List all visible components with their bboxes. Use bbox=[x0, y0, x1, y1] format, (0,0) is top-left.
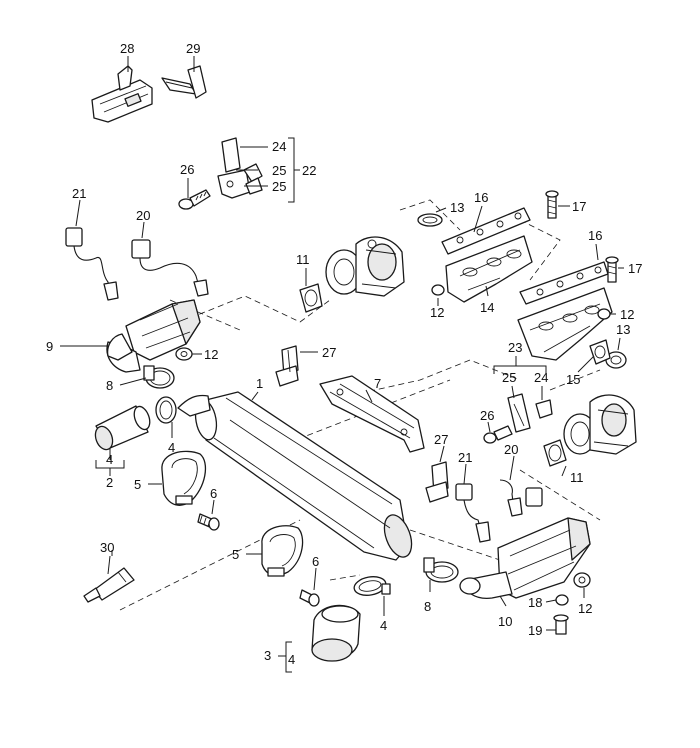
callout-4a: 4 bbox=[168, 440, 175, 455]
part-27-bracket-right bbox=[425, 461, 449, 503]
part-23-bracket-assembly bbox=[507, 393, 553, 433]
part-11-gasket-left bbox=[299, 283, 323, 313]
part-2-tailpipe-left bbox=[94, 405, 151, 451]
callout-25c: 25 bbox=[502, 370, 516, 385]
part-22-bracket-assembly bbox=[217, 137, 263, 199]
part-27-bracket-middle bbox=[275, 345, 299, 387]
part-20-oxygen-sensor-right bbox=[499, 479, 543, 517]
callout-13a: 13 bbox=[450, 200, 464, 215]
part-14-exhaust-manifold-upper bbox=[445, 235, 533, 303]
callout-14: 14 bbox=[480, 300, 494, 315]
turbocharger-right bbox=[563, 394, 637, 455]
part-1-main-silencer bbox=[177, 391, 413, 561]
part-8-clamp-right bbox=[423, 557, 459, 583]
part-20-oxygen-sensor-left bbox=[131, 239, 209, 297]
callout-4c: 4 bbox=[380, 618, 387, 633]
part-21-oxygen-sensor-right bbox=[455, 483, 491, 543]
callout-8b: 8 bbox=[424, 599, 431, 614]
part-4-clamp-left bbox=[155, 396, 177, 424]
callout-24b: 24 bbox=[534, 370, 548, 385]
part-6-bolt-upper bbox=[197, 513, 220, 531]
callout-28: 28 bbox=[120, 41, 134, 56]
part-3-tailpipe-right bbox=[311, 604, 361, 662]
callout-1: 1 bbox=[256, 376, 263, 391]
callout-labels: 28 29 24 25 25 22 26 21 20 11 9 12 27 8 … bbox=[46, 41, 642, 667]
callout-20b: 20 bbox=[504, 442, 518, 457]
part-16-gasket-upper bbox=[441, 207, 531, 255]
part-11-gasket-right bbox=[543, 439, 567, 467]
callout-29: 29 bbox=[186, 41, 200, 56]
callout-11b: 11 bbox=[570, 470, 584, 485]
callout-23: 23 bbox=[508, 340, 522, 355]
part-19-bolt bbox=[553, 614, 569, 635]
callout-4d: 4 bbox=[288, 652, 295, 667]
callout-8a: 8 bbox=[106, 378, 113, 393]
callout-16a: 16 bbox=[474, 190, 488, 205]
callout-19: 19 bbox=[528, 623, 542, 638]
part-5-hanger-lower bbox=[261, 525, 304, 577]
callout-5b: 5 bbox=[232, 547, 239, 562]
part-21-oxygen-sensor-left bbox=[65, 227, 119, 301]
callout-17a: 17 bbox=[572, 199, 586, 214]
callout-9: 9 bbox=[46, 339, 53, 354]
callout-21b: 21 bbox=[458, 450, 472, 465]
part-26-bolt-top bbox=[178, 189, 211, 210]
callout-25b: 25 bbox=[272, 179, 286, 194]
callout-12c: 12 bbox=[620, 307, 634, 322]
part-26-bolt-right bbox=[483, 425, 513, 444]
part-12-nut-bottom bbox=[573, 572, 591, 588]
callout-16b: 16 bbox=[588, 228, 602, 243]
callout-10: 10 bbox=[498, 614, 512, 629]
part-10-catalytic-converter-right bbox=[459, 517, 591, 599]
part-7-heat-shield bbox=[319, 375, 425, 453]
callout-5a: 5 bbox=[134, 477, 141, 492]
callout-22: 22 bbox=[302, 163, 316, 178]
callout-6a: 6 bbox=[210, 486, 217, 501]
callout-2: 2 bbox=[106, 475, 113, 490]
part-9-catalytic-converter-left bbox=[106, 299, 201, 373]
callout-26b: 26 bbox=[480, 408, 494, 423]
part-29-sensor-plug bbox=[161, 65, 207, 99]
callout-20a: 20 bbox=[136, 208, 150, 223]
part-18-washer bbox=[555, 594, 569, 606]
part-6-bolt-lower bbox=[299, 589, 320, 607]
callout-13b: 13 bbox=[616, 322, 630, 337]
part-5-hanger-upper bbox=[161, 450, 207, 506]
callout-26a: 26 bbox=[180, 162, 194, 177]
callout-27a: 27 bbox=[322, 345, 336, 360]
callout-7: 7 bbox=[374, 376, 381, 391]
callout-3: 3 bbox=[264, 648, 271, 663]
callout-25a: 25 bbox=[272, 163, 286, 178]
part-17-stud-upper bbox=[545, 190, 559, 219]
part-17-stud-lower bbox=[605, 256, 619, 283]
part-30-paste-tube bbox=[83, 567, 135, 603]
callout-21a: 21 bbox=[72, 186, 86, 201]
callout-15: 15 bbox=[566, 372, 580, 387]
turbocharger-left bbox=[325, 236, 405, 297]
callout-17b: 17 bbox=[628, 261, 642, 276]
callout-12a: 12 bbox=[204, 347, 218, 362]
callout-12b: 12 bbox=[430, 305, 444, 320]
part-15-flange bbox=[589, 339, 611, 365]
part-12-nut-right bbox=[597, 308, 611, 320]
part-15-exhaust-manifold-lower bbox=[517, 287, 613, 361]
callout-11a: 11 bbox=[296, 252, 310, 267]
part-28-connector-bracket bbox=[91, 65, 153, 123]
callout-18: 18 bbox=[528, 595, 542, 610]
part-13-seal-upper bbox=[417, 213, 443, 227]
callout-4b: 4 bbox=[106, 452, 113, 467]
part-4-clamp-right bbox=[353, 576, 391, 596]
leader-lines bbox=[60, 56, 624, 673]
part-12-nut-left bbox=[175, 347, 193, 361]
callout-6b: 6 bbox=[312, 554, 319, 569]
callout-27b: 27 bbox=[434, 432, 448, 447]
part-12-nut-upper bbox=[431, 284, 445, 296]
part-8-clamp-left bbox=[143, 365, 175, 389]
callout-30: 30 bbox=[100, 540, 114, 555]
callout-24a: 24 bbox=[272, 139, 286, 154]
callout-12d: 12 bbox=[578, 601, 592, 616]
